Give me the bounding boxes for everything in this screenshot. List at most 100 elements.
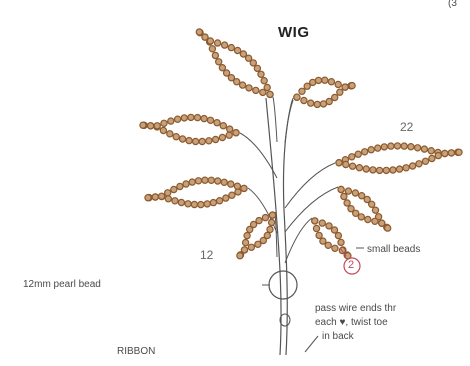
seed-bead <box>342 84 348 90</box>
seed-bead <box>332 245 338 251</box>
seed-bead <box>269 212 275 218</box>
branch-wire <box>285 163 335 208</box>
seed-bead <box>343 161 349 167</box>
seed-bead <box>216 59 222 65</box>
seed-bead <box>173 134 179 140</box>
seed-bead <box>396 166 402 172</box>
seed-bead <box>375 145 381 151</box>
seed-bead <box>313 225 319 231</box>
seed-bead <box>338 186 344 192</box>
seed-bead <box>240 51 246 57</box>
seed-bead <box>349 83 355 89</box>
seed-bead <box>422 158 428 164</box>
seed-bead <box>326 223 332 229</box>
seed-bead <box>344 200 350 206</box>
seed-bead <box>368 147 374 153</box>
seed-bead <box>262 215 268 221</box>
seed-bead <box>319 220 325 226</box>
seed-bead <box>148 123 154 129</box>
seed-bead <box>408 144 414 150</box>
seed-bead <box>345 188 351 194</box>
seed-bead <box>243 240 249 246</box>
seed-bead <box>152 194 158 200</box>
seed-bead <box>233 130 239 136</box>
seed-bead <box>181 115 187 121</box>
seed-bead <box>390 167 396 173</box>
seed-bead <box>244 233 250 239</box>
seed-bead <box>304 83 310 89</box>
seed-bead <box>217 198 223 204</box>
in-back-label: in back <box>322 331 354 342</box>
seed-bead <box>383 167 389 173</box>
seed-bead <box>183 181 189 187</box>
seed-bead <box>191 201 197 207</box>
pearl-bead <box>269 271 297 299</box>
seed-bead <box>363 166 369 172</box>
seed-bead <box>365 216 371 222</box>
seed-bead <box>308 100 314 106</box>
seed-bead <box>207 117 213 123</box>
seed-bead <box>442 150 448 156</box>
pearl-bead-label: 12mm pearl bead <box>23 279 101 290</box>
seed-bead <box>209 46 215 52</box>
seed-bead <box>167 131 173 137</box>
seed-bead <box>195 178 201 184</box>
instruction-line-1: pass wire ends thr <box>315 303 396 314</box>
loop-count-right: 22 <box>400 120 413 134</box>
seed-bead <box>331 227 337 233</box>
seed-bead <box>224 70 230 76</box>
seed-bead <box>219 65 225 71</box>
seed-bead <box>369 201 375 207</box>
seed-bead <box>185 201 191 207</box>
instruction-twist-text: twist toe <box>351 317 388 328</box>
seed-bead <box>204 201 210 207</box>
seed-bead <box>401 143 407 149</box>
seed-bead <box>385 225 391 231</box>
seed-bead <box>350 163 356 169</box>
seed-bead <box>234 183 240 189</box>
seed-bead <box>332 94 338 100</box>
seed-bead <box>253 87 259 93</box>
seed-bead <box>261 78 267 84</box>
seed-bead <box>159 193 165 199</box>
branch-wire <box>273 97 277 142</box>
seed-bead <box>416 161 422 167</box>
seed-bead <box>177 183 183 189</box>
seed-bead <box>228 45 234 51</box>
seed-bead <box>338 239 344 245</box>
seed-bead <box>336 160 342 166</box>
seed-bead <box>355 151 361 157</box>
seed-bead <box>210 200 216 206</box>
seed-bead <box>199 138 205 144</box>
seed-bead <box>372 218 378 224</box>
seed-bead <box>172 198 178 204</box>
bead-loops <box>140 29 462 259</box>
seed-bead <box>247 226 253 232</box>
seed-bead <box>435 153 441 159</box>
seed-bead <box>337 89 343 95</box>
seed-bead <box>394 143 400 149</box>
seed-bead <box>372 207 378 213</box>
seed-bead <box>198 202 204 208</box>
seed-bead <box>248 244 254 250</box>
seed-bead <box>428 148 434 154</box>
seed-bead <box>267 91 273 97</box>
seed-bead <box>215 178 221 184</box>
seed-bead <box>227 126 233 132</box>
seed-bead <box>213 136 219 142</box>
seed-bead <box>341 193 347 199</box>
seed-bead <box>171 186 177 192</box>
seed-bead <box>267 226 273 232</box>
seed-bead <box>246 85 252 91</box>
seed-bead <box>410 163 416 169</box>
seed-bead <box>415 145 421 151</box>
seed-bead <box>189 179 195 185</box>
seed-bead <box>229 192 235 198</box>
seed-bead <box>301 97 307 103</box>
seed-bead <box>359 193 365 199</box>
seed-bead <box>165 190 171 196</box>
seed-bead <box>314 101 320 107</box>
seed-bead <box>154 123 160 129</box>
